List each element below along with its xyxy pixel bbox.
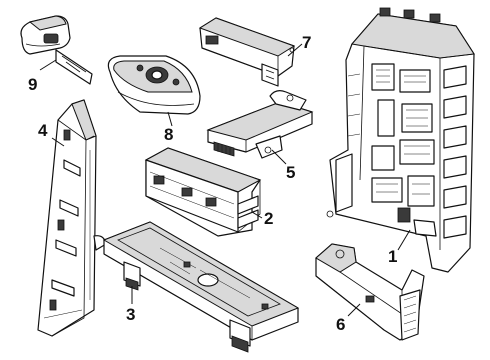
part-1-junction-box [326,7,475,273]
callout-1: 1 [388,247,397,266]
leader-9 [39,59,57,71]
leader-6 [347,303,361,317]
callout-6: 6 [336,315,345,334]
part-7-module [198,17,296,87]
part-8-remote-fob [107,55,201,115]
callout-2: 2 [264,209,273,228]
part-3-base-tray [102,221,300,353]
callout-7: 7 [302,33,311,52]
leader-4 [51,137,65,147]
callout-3: 3 [126,305,135,324]
part-9-key-blade [20,15,93,85]
part-4-vertical-bracket [37,99,107,337]
callout-8: 8 [164,125,173,144]
leader-1 [397,229,411,251]
leader-8 [167,111,173,127]
callout-5: 5 [286,163,295,182]
leader-2 [251,211,263,219]
callout-9: 9 [28,75,37,94]
callout-4: 4 [38,121,48,140]
callouts: 1 2 3 4 5 6 7 8 9 [28,33,397,334]
part-5-bracket-module [206,90,314,159]
part-2-control-module [144,147,262,237]
leader-5 [271,149,287,165]
leader-7 [287,43,303,57]
leader-lines [39,43,411,317]
part-6-lower-bracket [315,243,425,341]
